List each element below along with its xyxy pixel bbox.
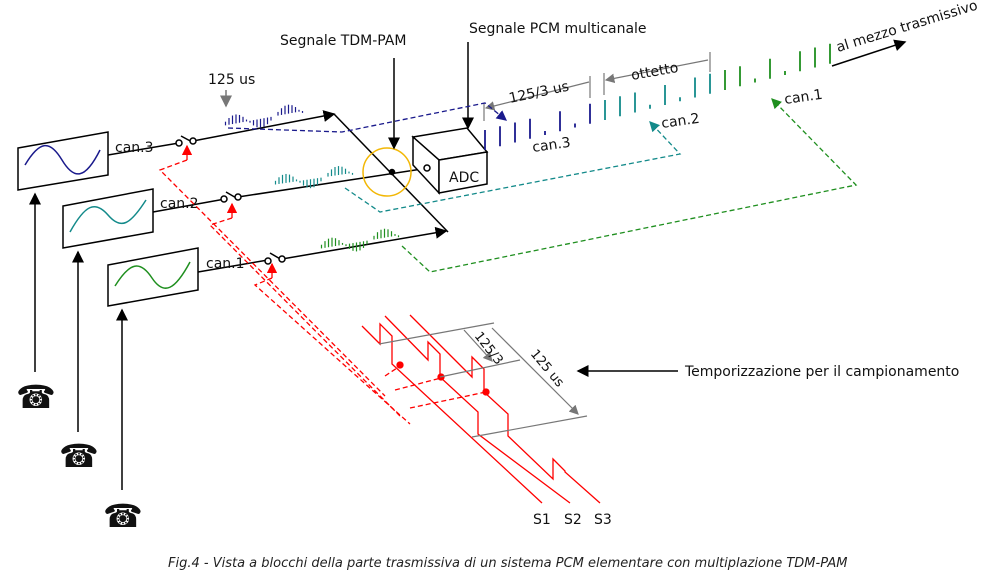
svg-text:☎: ☎ (59, 437, 99, 475)
label-can3: can.3 (115, 140, 154, 156)
signal-source-can1 (107, 247, 199, 307)
svg-text:☎: ☎ (103, 497, 143, 535)
octet-label: ottetto (630, 60, 680, 84)
pcm-dimensions (483, 52, 711, 121)
adc-block (411, 127, 489, 195)
timing-label: Temporizzazione per il campionamento (684, 364, 959, 380)
pcm-can3-label: can.3 (531, 135, 571, 156)
timing-dimensions (378, 322, 588, 438)
period-125us-label: 125 us (208, 72, 255, 88)
pcm-label: Segnale PCM multicanale (469, 21, 647, 37)
tdm-highlight-circle (362, 147, 412, 197)
label-can1: can.1 (206, 256, 245, 272)
adc-label: ADC (449, 170, 479, 186)
pam-samples (224, 104, 400, 252)
pcm-can2-label: can.2 (660, 111, 700, 132)
channel-mapping-dashes (227, 98, 858, 273)
svg-text:☎: ☎ (16, 378, 56, 416)
s3-label: S3 (594, 512, 612, 528)
timing-slot-label: 125/3 (471, 329, 506, 368)
telephone-icon: ☎ (16, 378, 56, 416)
telephone-icon: ☎ (59, 437, 99, 475)
s1-label: S1 (533, 512, 551, 528)
slot-duration-label: 125/3 us (508, 79, 571, 107)
pcm-can1-label: can.1 (783, 87, 823, 108)
telephone-icon: ☎ (103, 497, 143, 535)
signal-source-can3 (17, 131, 109, 191)
signal-source-can2 (62, 188, 154, 249)
pcm-stream (484, 43, 831, 150)
figure-caption: Fig.4 - Vista a blocchi della parte tras… (168, 556, 848, 571)
tdm-pam-label: Segnale TDM-PAM (280, 33, 406, 49)
timing-signals (158, 144, 601, 504)
label-can2: can.2 (160, 196, 199, 212)
medium-label: al mezzo trasmissivo (834, 0, 979, 56)
s2-label: S2 (564, 512, 582, 528)
phone-to-source-arrows (29, 192, 128, 490)
